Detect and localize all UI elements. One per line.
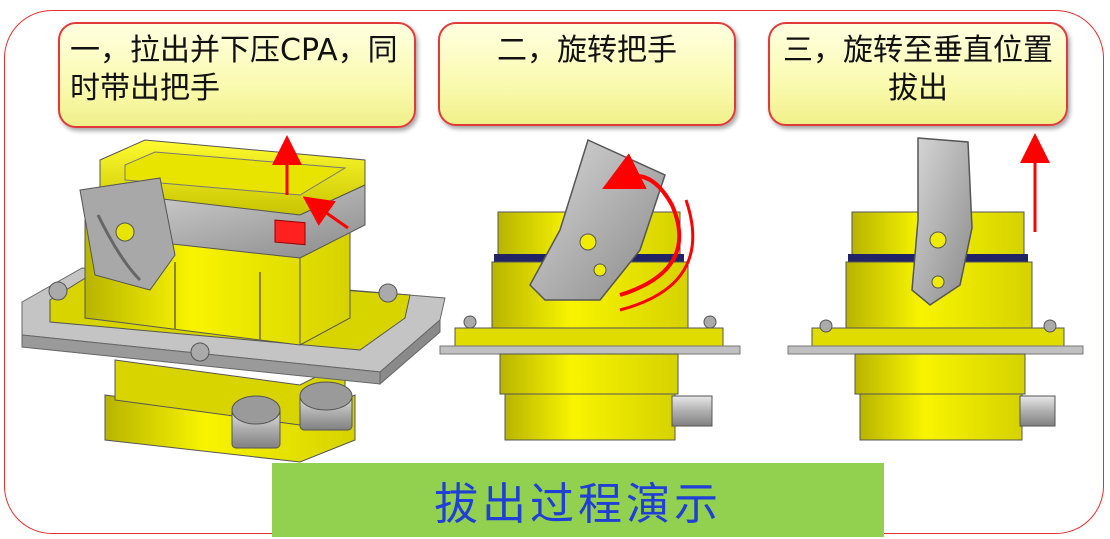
connector-1-pull-cpa — [21, 135, 446, 463]
banner-title: 拔出过程演示 — [272, 463, 884, 537]
connector-3-vertical-pull — [787, 133, 1084, 441]
step-1-callout: 一，拉出并下压CPA，同时带出把手 — [58, 22, 416, 128]
connector-2-rotate-handle — [439, 138, 741, 441]
step-3-callout: 三，旋转至垂直位置拔出 — [768, 22, 1068, 126]
step-2-callout: 二，旋转把手 — [438, 22, 736, 126]
